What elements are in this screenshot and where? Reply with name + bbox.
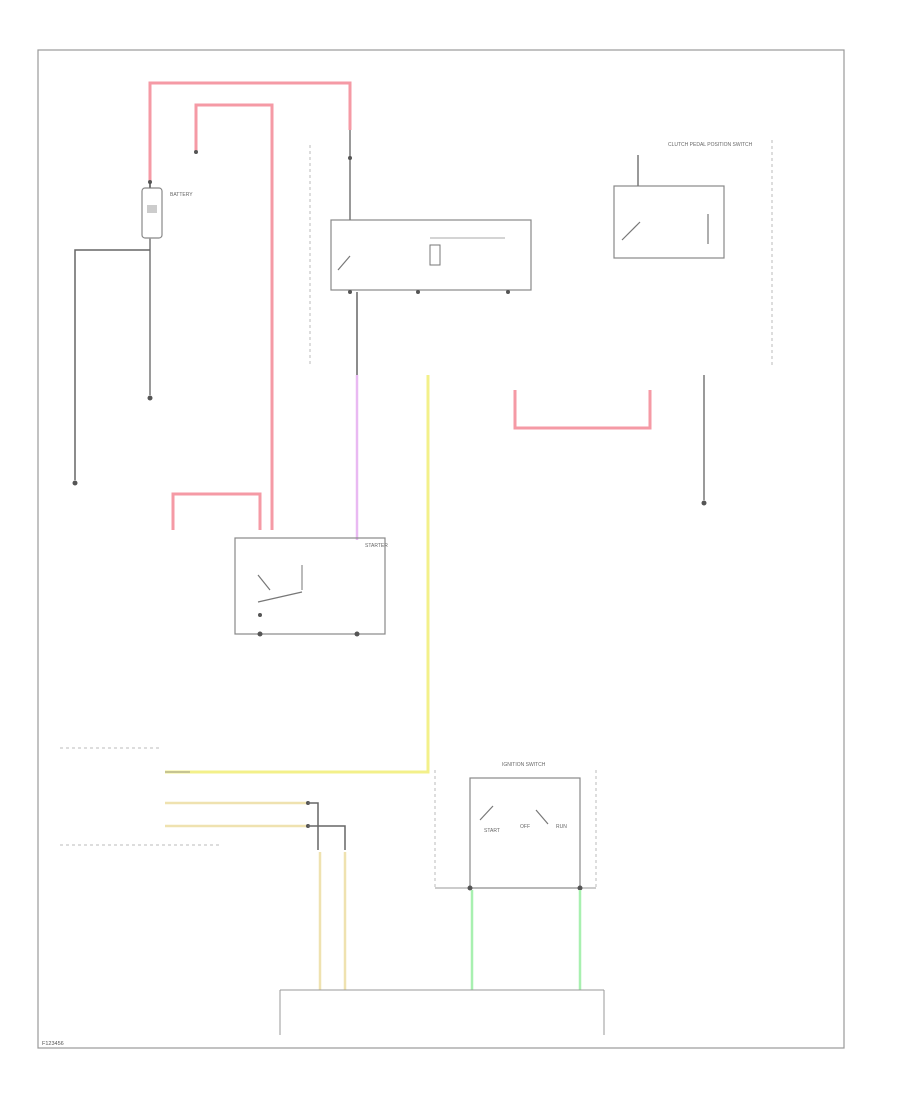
starter-label: STARTER [365, 543, 388, 549]
ecm-connector [60, 747, 310, 846]
starter-relay [330, 130, 532, 294]
clutch-pedal-switch: CLUTCH PEDAL POSITION SWITCH [613, 142, 753, 259]
ignition-switch: START OFF RUN IGNITION SWITCH [434, 762, 597, 990]
clutch-switch-label: CLUTCH PEDAL POSITION SWITCH [668, 142, 753, 148]
battery-ground-circuit [72, 238, 153, 486]
starter-motor: STARTER [234, 537, 388, 637]
battery-label: BATTERY [170, 192, 193, 198]
switch-start-position: START [484, 828, 500, 834]
bottom-module-bar [279, 989, 605, 1035]
battery-feed-wires [148, 81, 652, 530]
diagram-frame [37, 49, 845, 1049]
clutch-position-sensor [308, 802, 347, 990]
switch-run-position: RUN [556, 824, 567, 830]
ignition-switch-label: IGNITION SWITCH [502, 762, 546, 768]
battery: BATTERY [141, 150, 198, 239]
switch-off-position: OFF [520, 824, 530, 830]
page-id: F123456 [42, 1041, 64, 1047]
